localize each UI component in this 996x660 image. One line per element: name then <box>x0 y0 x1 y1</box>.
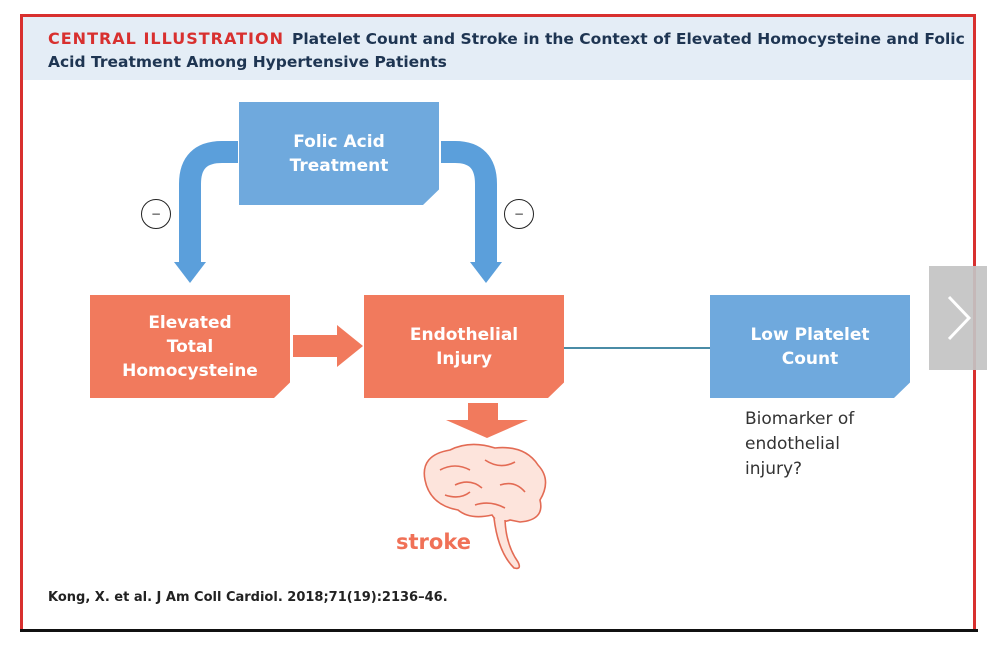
minus-icon: − <box>150 207 162 221</box>
title-text: Platelet Count and Stroke in the Context… <box>48 30 965 71</box>
node-label: Endothelial Injury <box>409 324 519 369</box>
minus-icon: − <box>513 207 525 221</box>
node-elevated-homocysteine: Elevated Total Homocysteine <box>90 295 290 398</box>
biomarker-note: Biomarker of endothelial injury? <box>745 409 855 479</box>
outcome-arrow-head <box>446 420 528 438</box>
outcome-arrow-shaft <box>468 403 498 421</box>
stroke-label: stroke <box>396 530 471 554</box>
inhibit-arrow-left-head <box>174 262 206 283</box>
citation: Kong, X. et al. J Am Coll Cardiol. 2018;… <box>48 590 448 605</box>
central-illustration-tag: CENTRAL ILLUSTRATION <box>48 29 284 48</box>
brain-icon <box>423 443 547 570</box>
node-label: Elevated Total Homocysteine <box>122 312 258 381</box>
node-label: Low Platelet Count <box>750 324 870 369</box>
inhibit-symbol-left: − <box>141 199 171 229</box>
inhibit-arrow-right-head <box>470 262 502 283</box>
bottom-rule <box>20 629 978 632</box>
header-band <box>23 17 973 80</box>
inhibit-symbol-right: − <box>504 199 534 229</box>
node-endothelial-injury: Endothelial Injury <box>364 295 564 398</box>
inhibit-arrow-left <box>179 141 238 262</box>
node-label: Folic Acid Treatment <box>289 131 389 176</box>
cause-arrow-shaft <box>293 335 338 357</box>
cause-arrow-head <box>337 325 363 367</box>
next-slide-button[interactable] <box>929 266 987 370</box>
chevron-right-icon <box>947 295 972 341</box>
inhibit-arrow-right <box>441 141 497 262</box>
node-folic-acid-treatment: Folic Acid Treatment <box>239 102 439 205</box>
node-low-platelet-count: Low Platelet Count <box>710 295 910 398</box>
